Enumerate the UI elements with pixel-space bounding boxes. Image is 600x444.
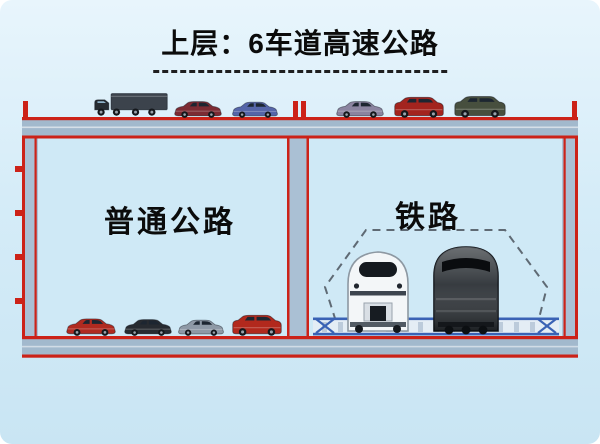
dark-train-icon	[433, 246, 499, 335]
diagram-title: 上层：6车道高速公路	[153, 22, 447, 73]
center-wall	[287, 138, 309, 338]
outer-wall-left	[22, 138, 38, 338]
left-chamber-label: 普通公路	[104, 206, 236, 239]
outer-wall-right	[562, 138, 578, 338]
high-speed-train-icon	[347, 251, 409, 333]
wall-tick-marks	[15, 166, 22, 304]
lower-floor	[22, 336, 578, 358]
truck-icon	[94, 93, 168, 117]
sedan-icon	[336, 101, 384, 118]
sedan-icon	[174, 101, 222, 118]
left-chamber-interior	[38, 136, 287, 338]
railway-clearance-outline	[323, 229, 549, 335]
deck-posts	[23, 101, 577, 118]
track-x-braces	[315, 318, 557, 334]
suv-icon	[394, 96, 444, 118]
sedan-icon	[232, 101, 278, 118]
deck-vehicle-group	[94, 93, 506, 118]
suv-icon	[454, 96, 506, 118]
upper-deck	[22, 117, 578, 139]
right-chamber-label: 铁路	[395, 201, 461, 234]
